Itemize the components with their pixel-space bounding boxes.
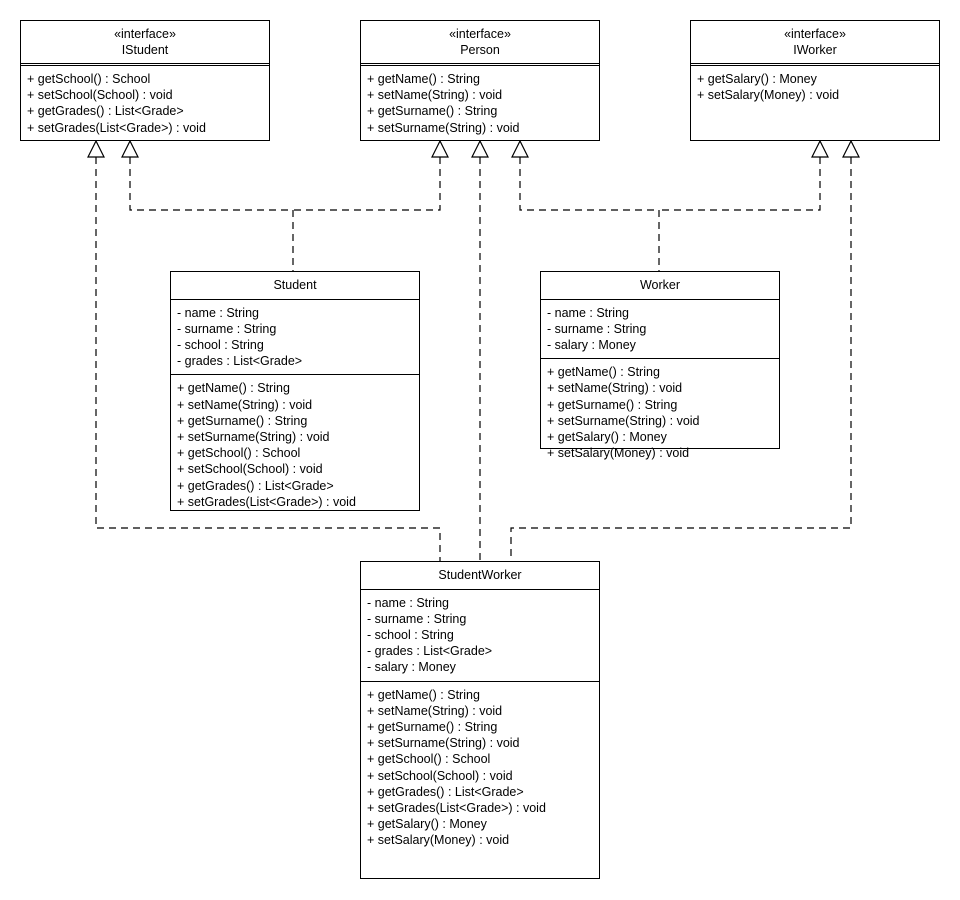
attributes-compartment-student: - name : String - surname : String - sch… <box>171 300 419 376</box>
methods-compartment-iworker: + getSalary() : Money + setSalary(Money)… <box>691 66 939 108</box>
method-row: + setName(String) : void <box>177 397 313 412</box>
attribute-row: - school : String <box>177 337 264 352</box>
class-box-studentworker[interactable]: StudentWorker - name : String - surname … <box>360 561 600 879</box>
method-row: + getSalary() : Money <box>367 817 487 832</box>
attribute-row: - salary : Money <box>547 337 636 352</box>
attribute-row: - surname : String <box>547 321 647 336</box>
method-row: + getSurname() : String <box>177 413 308 428</box>
edge-student-person <box>293 157 441 211</box>
method-row: + setName(String) : void <box>547 381 683 396</box>
class-box-student[interactable]: Student - name : String - surname : Stri… <box>170 271 420 511</box>
class-header-person: «interface» Person <box>361 21 599 66</box>
method-row: + getGrades() : List<Grade> <box>367 784 524 799</box>
method-row: + setSurname(String) : void <box>367 120 520 135</box>
edge-worker-person <box>519 157 660 271</box>
realization-arrowhead-person-2 <box>471 139 489 158</box>
class-header-istudent: «interface» IStudent <box>21 21 269 66</box>
method-row: + setSalary(Money) : void <box>367 833 510 848</box>
method-row: + getName() : String <box>367 72 480 86</box>
method-row: + setSalary(Money) : void <box>697 88 840 103</box>
type-name-label: Student <box>273 278 317 292</box>
method-row: + setGrades(List<Grade>) : void <box>27 120 206 135</box>
realization-arrowhead-istudent-2 <box>121 139 139 158</box>
edge-worker-iworker <box>659 157 821 211</box>
class-box-istudent[interactable]: «interface» IStudent + getSchool() : Sch… <box>20 20 270 141</box>
realization-arrowhead-person-1 <box>431 139 449 158</box>
method-row: + setGrades(List<Grade>) : void <box>367 800 546 815</box>
realization-arrowhead-person-3 <box>511 139 529 158</box>
edge-student-istudent <box>129 157 294 271</box>
method-row: + getSurname() : String <box>367 104 498 119</box>
method-row: + getGrades() : List<Grade> <box>177 478 334 493</box>
attribute-row: - name : String <box>547 305 629 320</box>
type-name-label: Person <box>460 42 500 57</box>
attributes-compartment-worker: - name : String - surname : String - sal… <box>541 300 779 360</box>
attribute-row: - grades : List<Grade> <box>177 354 303 369</box>
method-row: + getSchool() : School <box>27 72 151 86</box>
method-row: + getSchool() : School <box>367 752 491 767</box>
method-row: + getName() : String <box>367 687 480 702</box>
edge-studentworker-istudent <box>95 157 441 561</box>
class-header-worker: Worker <box>541 272 779 300</box>
method-row: + getSchool() : School <box>177 446 301 461</box>
method-row: + setGrades(List<Grade>) : void <box>177 494 356 509</box>
method-row: + getName() : String <box>547 365 660 380</box>
attribute-row: - surname : String <box>177 321 277 336</box>
method-row: + setSchool(School) : void <box>177 462 323 477</box>
class-header-studentworker: StudentWorker <box>361 562 599 590</box>
stereotype-label: «interface» <box>114 27 176 41</box>
type-name-label: IStudent <box>121 42 169 57</box>
attribute-row: - surname : String <box>367 611 467 626</box>
attribute-row: - grades : List<Grade> <box>367 644 493 659</box>
method-row: + getSalary() : Money <box>697 72 817 86</box>
type-name-label: IWorker <box>793 42 837 57</box>
attributes-compartment-studentworker: - name : String - surname : String - sch… <box>361 590 599 682</box>
methods-compartment-student: + getName() : String + setName(String) :… <box>171 375 419 515</box>
method-row: + setSchool(School) : void <box>27 88 173 103</box>
stereotype-label: «interface» <box>449 27 511 41</box>
method-row: + getSalary() : Money <box>547 429 667 444</box>
method-row: + setName(String) : void <box>367 703 503 718</box>
methods-compartment-istudent: + getSchool() : School + setSchool(Schoo… <box>21 66 269 141</box>
method-row: + getGrades() : List<Grade> <box>27 104 184 119</box>
edge-studentworker-iworker <box>510 157 852 561</box>
method-row: + getName() : String <box>177 381 290 396</box>
class-header-iworker: «interface» IWorker <box>691 21 939 66</box>
class-box-worker[interactable]: Worker - name : String - surname : Strin… <box>540 271 780 460</box>
methods-compartment-person: + getName() : String + setName(String) :… <box>361 66 599 141</box>
method-row: + setSchool(School) : void <box>367 768 513 783</box>
realization-arrowhead-istudent-1 <box>87 139 105 158</box>
attribute-row: - name : String <box>367 595 449 610</box>
attribute-row: - school : String <box>367 627 454 642</box>
type-name-label: StudentWorker <box>438 568 522 582</box>
realization-arrowhead-iworker-1 <box>811 139 829 158</box>
method-row: + setSurname(String) : void <box>367 736 520 751</box>
realization-arrowhead-iworker-2 <box>842 139 860 158</box>
methods-compartment-worker: + getName() : String + setName(String) :… <box>541 359 779 466</box>
method-row: + getSurname() : String <box>367 719 498 734</box>
method-row: + setName(String) : void <box>367 88 503 103</box>
attribute-row: - salary : Money <box>367 660 456 675</box>
attribute-row: - name : String <box>177 305 259 320</box>
type-name-label: Worker <box>639 278 681 292</box>
class-header-student: Student <box>171 272 419 300</box>
method-row: + setSalary(Money) : void <box>547 446 690 461</box>
class-box-iworker[interactable]: «interface» IWorker + getSalary() : Mone… <box>690 20 940 141</box>
methods-compartment-studentworker: + getName() : String + setName(String) :… <box>361 682 599 854</box>
stereotype-label: «interface» <box>784 27 846 41</box>
method-row: + getSurname() : String <box>547 397 678 412</box>
class-box-person[interactable]: «interface» Person + getName() : String … <box>360 20 600 141</box>
method-row: + setSurname(String) : void <box>177 429 330 444</box>
method-row: + setSurname(String) : void <box>547 413 700 428</box>
